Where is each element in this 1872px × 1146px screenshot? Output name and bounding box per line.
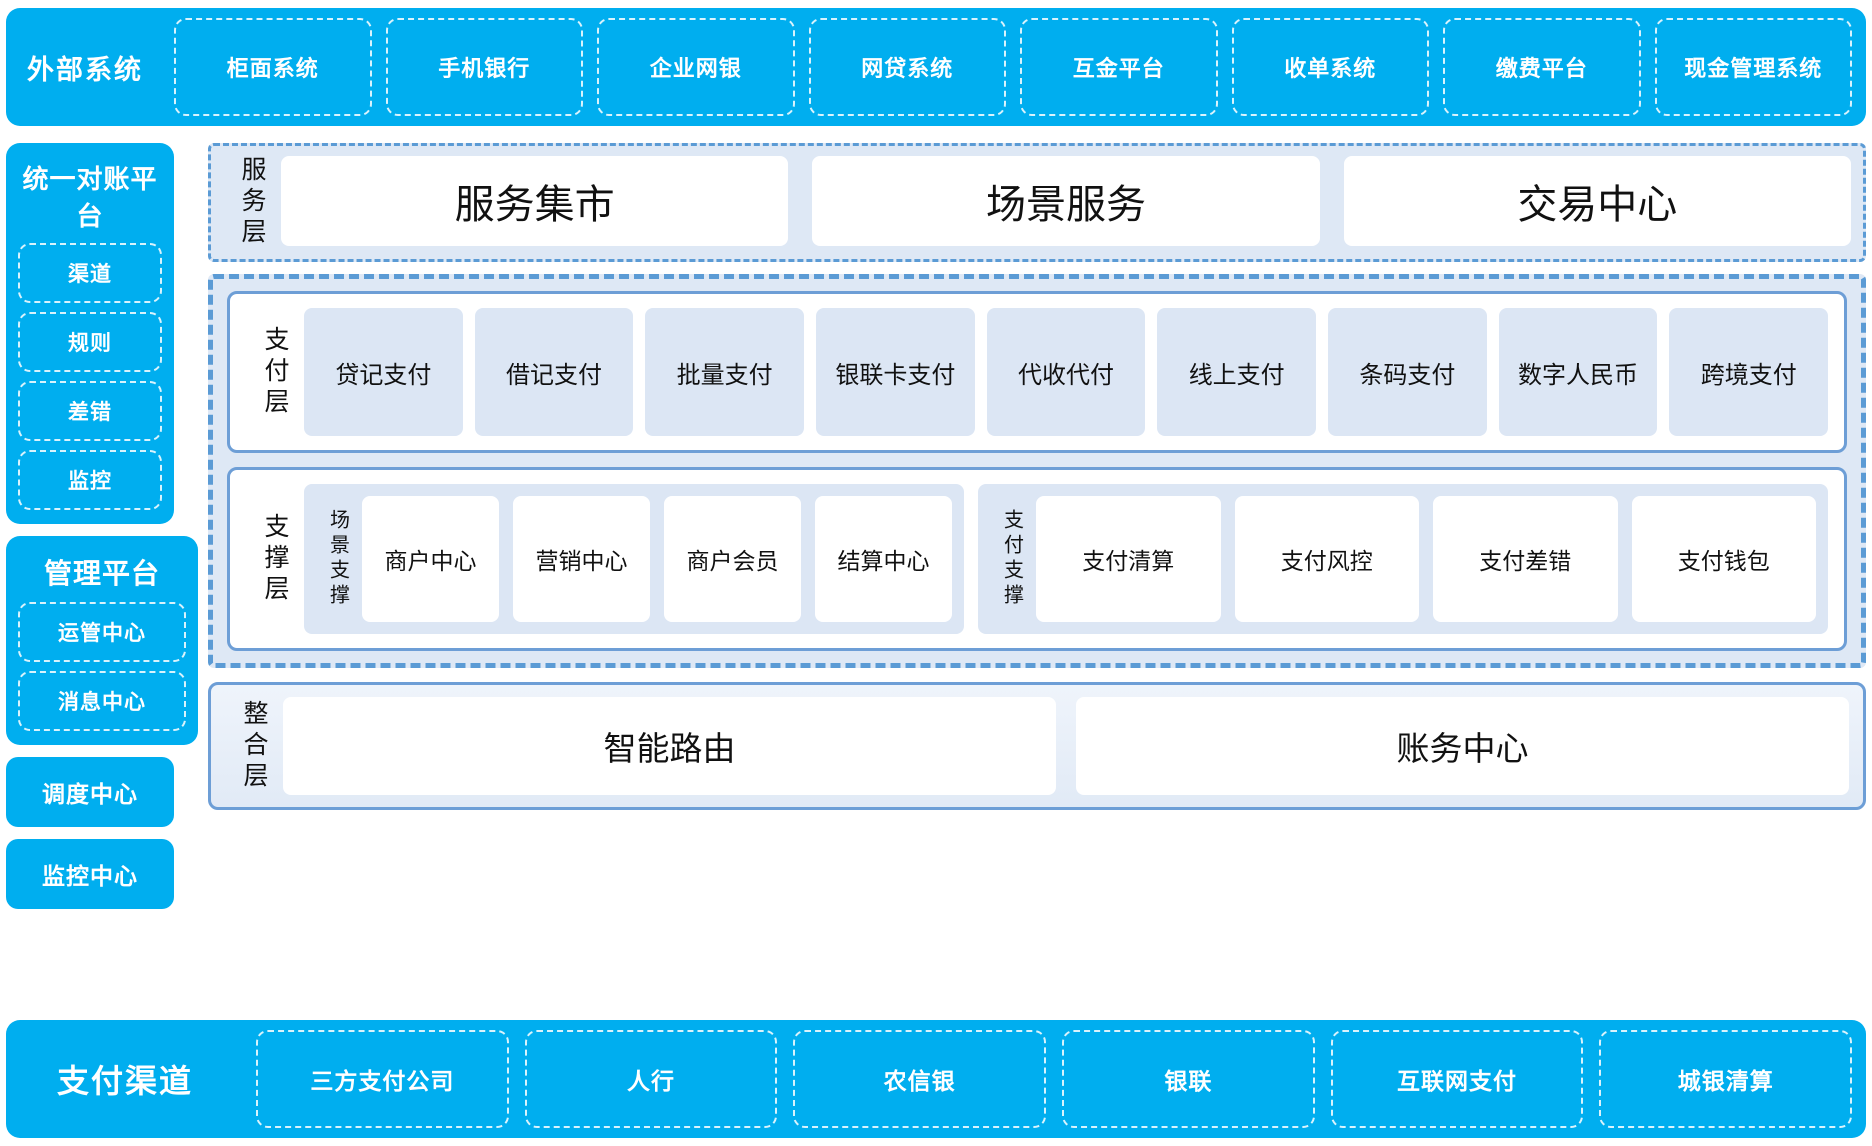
payment-channels-list: 三方支付公司 人行 农信银 银联 互联网支付 城银清算	[256, 1030, 1853, 1128]
payment-channels-title: 支付渠道	[56, 1062, 193, 1100]
external-system-item[interactable]: 企业网银	[597, 18, 795, 116]
external-system-item[interactable]: 手机银行	[385, 18, 583, 116]
payment-layer-items: 贷记支付 借记支付 批量支付 银联卡支付 代收代付 线上支付 条码支付 数字人民…	[304, 308, 1829, 436]
payment-item-online[interactable]: 线上支付	[1157, 308, 1317, 436]
channel-item-pboc[interactable]: 人行	[524, 1030, 778, 1128]
support-item-payment-error[interactable]: 支付差错	[1433, 496, 1618, 622]
panel-unified-reconciliation: 统一对账平台 渠道 规则 差错 监控	[6, 143, 174, 524]
channel-item-rcc[interactable]: 农信银	[793, 1030, 1047, 1128]
payment-item-collection-payment[interactable]: 代收代付	[986, 308, 1146, 436]
channel-item-internet-payment[interactable]: 互联网支付	[1330, 1030, 1584, 1128]
sidebar-item-scheduling-center[interactable]: 调度中心	[6, 757, 174, 827]
external-systems-bar: 外部系统 柜面系统 手机银行 企业网银 网贷系统 互金平台 收单系统 缴费平台 …	[6, 8, 1866, 126]
payment-item-debit[interactable]: 借记支付	[474, 308, 634, 436]
left-sidebar: 统一对账平台 渠道 规则 差错 监控 管理平台 运管中心 消息中心 调度中心 监…	[6, 143, 198, 921]
payment-channels-bar: 支付渠道 三方支付公司 人行 农信银 银联 互联网支付 城银清算	[6, 1020, 1866, 1138]
support-layer: 支撑层 场景支撑 商户中心 营销中心 商户会员 结算中心 支付支撑 支付清算	[227, 467, 1847, 651]
panel-title: 管理平台	[43, 557, 160, 590]
payment-item-unionpay-card[interactable]: 银联卡支付	[816, 308, 975, 436]
external-systems-list: 柜面系统 手机银行 企业网银 网贷系统 互金平台 收单系统 缴费平台 现金管理系…	[174, 18, 1852, 116]
integration-layer: 整合层 智能路由 账务中心	[208, 682, 1866, 810]
integration-item-smart-routing[interactable]: 智能路由	[283, 697, 1056, 795]
service-layer-label: 服务层	[238, 156, 267, 249]
channel-item-third-party[interactable]: 三方支付公司	[256, 1030, 509, 1128]
sidebar-item-error[interactable]: 差错	[18, 381, 162, 441]
payment-item-barcode[interactable]: 条码支付	[1328, 308, 1487, 436]
external-system-item[interactable]: 缴费平台	[1443, 18, 1641, 116]
external-system-item[interactable]: 网贷系统	[808, 18, 1006, 116]
support-item-merchant-center[interactable]: 商户中心	[362, 496, 499, 622]
external-system-item[interactable]: 收单系统	[1231, 18, 1429, 116]
payment-layer-label: 支付层	[261, 325, 290, 419]
integration-layer-items: 智能路由 账务中心	[283, 697, 1849, 795]
support-layer-groups: 场景支撑 商户中心 营销中心 商户会员 结算中心 支付支撑 支付清算 支付风控 …	[304, 484, 1828, 634]
service-layer: 服务层 服务集市 场景服务 交易中心	[208, 143, 1866, 262]
payment-item-credit[interactable]: 贷记支付	[304, 308, 463, 436]
panel-management-platform: 管理平台 运管中心 消息中心	[6, 536, 198, 745]
payment-item-batch[interactable]: 批量支付	[645, 308, 805, 436]
sidebar-item-rule[interactable]: 规则	[18, 312, 162, 372]
external-system-item[interactable]: 互金平台	[1020, 18, 1218, 116]
channel-item-unionpay[interactable]: 银联	[1062, 1030, 1315, 1128]
support-item-merchant-membership[interactable]: 商户会员	[664, 496, 801, 622]
channel-item-city-bank-clearing[interactable]: 城银清算	[1599, 1030, 1853, 1128]
external-systems-title: 外部系统	[27, 54, 143, 86]
payment-support-wrapper: 支付层 贷记支付 借记支付 批量支付 银联卡支付 代收代付 线上支付 条码支付 …	[208, 274, 1866, 668]
service-item-scenario[interactable]: 场景服务	[812, 156, 1320, 246]
support-group-payment-items: 支付清算 支付风控 支付差错 支付钱包	[1036, 496, 1816, 622]
integration-item-accounting-center[interactable]: 账务中心	[1076, 697, 1849, 795]
sidebar-item-message-center[interactable]: 消息中心	[18, 671, 186, 731]
support-item-settlement-center[interactable]: 结算中心	[815, 496, 952, 622]
panel-title: 统一对账平台	[22, 165, 158, 232]
payment-layer: 支付层 贷记支付 借记支付 批量支付 银联卡支付 代收代付 线上支付 条码支付 …	[227, 291, 1847, 453]
support-layer-label: 支撑层	[261, 512, 290, 606]
external-system-item[interactable]: 柜面系统	[174, 18, 372, 116]
support-item-payment-risk[interactable]: 支付风控	[1234, 496, 1419, 622]
service-layer-items: 服务集市 场景服务 交易中心	[281, 156, 1851, 249]
integration-layer-label: 整合层	[240, 699, 269, 793]
support-item-payment-wallet[interactable]: 支付钱包	[1631, 496, 1816, 622]
support-group-scenario-items: 商户中心 营销中心 商户会员 结算中心	[362, 496, 952, 622]
support-group-scenario-label: 场景支撑	[326, 509, 351, 609]
service-item-marketplace[interactable]: 服务集市	[281, 156, 789, 246]
sidebar-item-monitor[interactable]: 监控	[18, 450, 162, 510]
support-item-marketing-center[interactable]: 营销中心	[513, 496, 650, 622]
sidebar-item-operations-center[interactable]: 运管中心	[18, 602, 186, 662]
support-group-scenario: 场景支撑 商户中心 营销中心 商户会员 结算中心	[304, 484, 964, 634]
sidebar-item-channel[interactable]: 渠道	[18, 243, 162, 303]
architecture-main-stack: 服务层 服务集市 场景服务 交易中心 支付层 贷记支付 借记支付 批量支付 银联…	[208, 143, 1866, 810]
support-group-payment-label: 支付支撑	[1000, 509, 1025, 609]
service-item-transaction-center[interactable]: 交易中心	[1343, 156, 1851, 246]
support-group-payment: 支付支撑 支付清算 支付风控 支付差错 支付钱包	[978, 484, 1828, 634]
payment-item-digital-rmb[interactable]: 数字人民币	[1498, 308, 1658, 436]
payment-item-cross-border[interactable]: 跨境支付	[1669, 308, 1829, 436]
support-item-payment-clearing[interactable]: 支付清算	[1036, 496, 1221, 622]
sidebar-item-monitoring-center[interactable]: 监控中心	[6, 839, 174, 909]
external-system-item[interactable]: 现金管理系统	[1654, 18, 1852, 116]
